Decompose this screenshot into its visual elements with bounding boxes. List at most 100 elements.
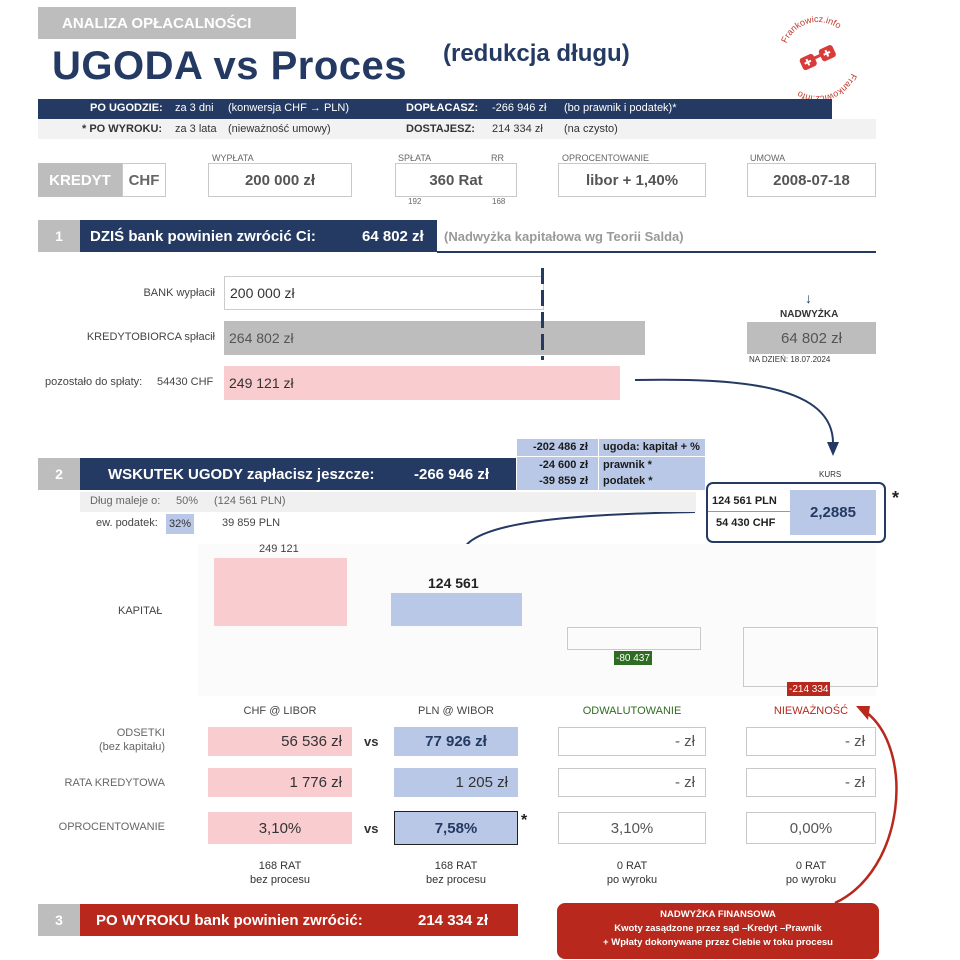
column-niew-header: NIEWAŻNOŚĆ (773, 705, 849, 717)
tax-label: ew. podatek: (96, 517, 158, 529)
interest-vs: vs (364, 734, 379, 749)
section1-number: 1 (38, 220, 80, 252)
section1-header: DZIŚ bank powinien zwrócić Ci: 64 802 zł (80, 220, 437, 252)
installment-odw: - zł (558, 768, 706, 797)
financial-surplus-note: NADWYŻKA FINANSOWA Kwoty zasądzone przez… (557, 903, 879, 959)
borrower-label: KREDYTOBIORCA spłacił (86, 331, 215, 343)
rate-vs: vs (364, 821, 379, 836)
installments-paid: 192 (408, 197, 422, 206)
bank-label: BANK wypłacił (143, 287, 215, 299)
contract-label: UMOWA (750, 153, 786, 163)
summary-row-verdict: * PO WYROKU: za 3 lata (nieważność umowy… (38, 119, 876, 139)
breakdown-value-tax: -39 859 zł (539, 475, 588, 487)
surplus-arrow: ↓ (805, 290, 812, 306)
tax-pct: 32% (166, 514, 194, 534)
breakdown-label-settlement: ugoda: kapitał + % (603, 441, 700, 453)
capital-odw-value: -80 437 (614, 651, 652, 665)
section3-number: 3 (38, 904, 80, 936)
rate-value: libor + 1,40% (558, 163, 706, 197)
installments-remaining: 168 (492, 197, 506, 206)
installment-chf: 1 776 zł (208, 768, 352, 797)
interest-pln: 77 926 zł (394, 727, 518, 756)
rate-star: * (521, 812, 528, 829)
breakdown-table: -202 486 zł ugoda: kapitał + % -24 600 zł… (517, 439, 705, 490)
surplus-value: 64 802 zł (747, 322, 876, 354)
breakdown-divider (598, 439, 599, 490)
tax-pln: 39 859 PLN (222, 517, 281, 529)
section2-amount: -266 946 zł (414, 465, 490, 483)
capital-niew-value: -214 334 (787, 682, 831, 696)
summary-row-settlement: PO UGODZIE: za 3 dni (konwersja CHF → PL… (38, 99, 832, 119)
header-badge: ANALIZA OPŁACALNOŚCI (38, 7, 296, 39)
column-pln-header: PLN @ WIBOR (418, 705, 494, 717)
breakdown-label-tax: podatek * (603, 475, 653, 487)
remaining-bar: 249 121 zł (224, 366, 620, 400)
interest-sublabel: (bez kapitału) (98, 741, 165, 753)
breakdown-value-lawyer: -24 600 zł (539, 459, 588, 471)
breakdown-label-lawyer: prawnik * (603, 459, 652, 471)
breakdown-value-settlement: -202 486 zł (532, 441, 588, 453)
borrower-bar: 264 802 zł (224, 321, 645, 355)
page-title: UGODA vs Proces (52, 44, 408, 88)
column-chf-header: CHF @ LIBOR (243, 705, 317, 717)
capital-pln-bar (391, 593, 522, 626)
column-odw-header: ODWALUTOWANIE (582, 705, 682, 717)
section1-divider (437, 251, 876, 253)
capital-label: KAPITAŁ (118, 605, 163, 617)
installment-niew: - zł (746, 768, 876, 797)
rr-label: RR (491, 153, 504, 163)
interest-niew: - zł (746, 727, 876, 756)
section2-header: WSKUTEK UGODY zapłacisz jeszcze: -266 94… (80, 458, 516, 490)
section1-amount: 64 802 zł (362, 227, 424, 245)
rate-odw: 3,10% (558, 812, 706, 844)
surplus-date: NA DZIEŃ: 18.07.2024 (749, 355, 831, 364)
installment-pln: 1 205 zł (394, 768, 518, 797)
installments-value: 360 Rat (395, 163, 517, 197)
rate-niew: 0,00% (746, 812, 876, 844)
interest-chf: 56 536 zł (208, 727, 352, 756)
section2-title: WSKUTEK UGODY zapłacisz jeszcze: (108, 465, 375, 483)
installments-label: SPŁATA (398, 153, 432, 163)
section3-header: PO WYROKU bank powinien zwrócić: 214 334… (80, 904, 518, 936)
rate-pln: 7,58% (394, 811, 518, 845)
rate-label: OPROCENTOWANIE (562, 153, 650, 163)
rate-row-label: OPROCENTOWANIE (58, 821, 165, 833)
remaining-chf: 54430 CHF (157, 376, 214, 388)
section1-title: DZIŚ bank powinien zwrócić Ci: (90, 227, 316, 245)
contract-value: 2008-07-18 (747, 163, 876, 197)
installment-label: RATA KREDYTOWA (64, 777, 165, 789)
capital-chf-label: 249 121 (259, 543, 299, 555)
capital-pln-label: 124 561 (428, 575, 479, 591)
credit-currency: CHF (122, 163, 166, 197)
remaining-label: pozostało do spłaty: (45, 376, 143, 388)
section3-amount: 214 334 zł (418, 911, 489, 929)
balance-marker (541, 268, 544, 360)
svg-text:Frankowicz.info: Frankowicz.info (779, 14, 843, 44)
kurs-label: KURS (819, 470, 842, 479)
capital-odw-box (567, 627, 701, 650)
logo-text-top: Frankowicz.info (779, 14, 843, 44)
interest-label: ODSETKI (116, 727, 165, 739)
kurs-star: * (892, 488, 900, 508)
section1-note: (Nadwyżka kapitałowa wg Teorii Salda) (444, 229, 684, 244)
interest-odw: - zł (558, 727, 706, 756)
kurs-pln: 124 561 PLN (712, 495, 777, 507)
kurs-chf: 54 430 CHF (716, 517, 776, 529)
section3-title: PO WYROKU bank powinien zwrócić: (96, 911, 363, 929)
surplus-label: NADWYŻKA (780, 309, 839, 320)
page-subtitle: (redukcja długu) (443, 40, 630, 67)
section2-number: 2 (38, 458, 80, 490)
kurs-box: 124 561 PLN 54 430 CHF 2,2885 (706, 482, 886, 543)
payout-value: 200 000 zł (208, 163, 352, 197)
capital-chf-bar (214, 558, 347, 626)
payout-label: WYPŁATA (212, 153, 254, 163)
bank-bar: 200 000 zł (224, 276, 544, 310)
credit-label: KREDYT (38, 163, 122, 197)
frankowicz-logo: Frankowicz.info Frankowicz.info (779, 14, 859, 104)
rate-chf: 3,10% (208, 812, 352, 844)
kurs-value: 2,2885 (790, 490, 876, 535)
debt-row: Dług maleje o: 50% (124 561 PLN) (80, 492, 696, 512)
